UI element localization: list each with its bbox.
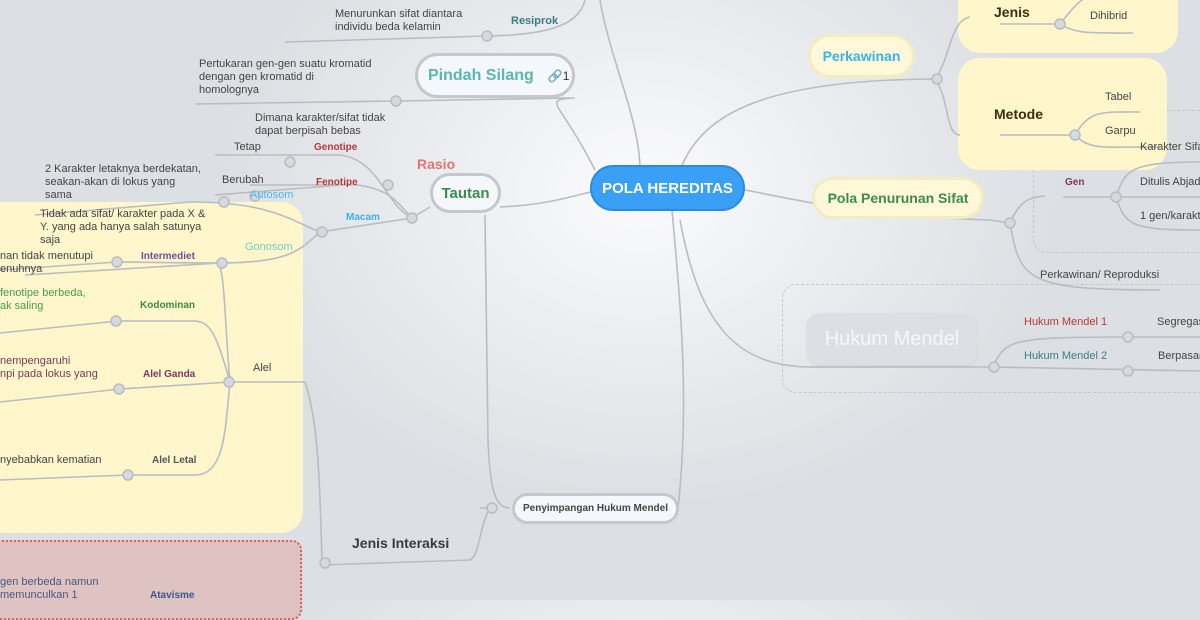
pindah-silang-label: Pindah Silang bbox=[428, 66, 534, 84]
alel-letal-desc: nyebabkan kematian bbox=[0, 454, 102, 466]
ditulis-abjad-label[interactable]: Ditulis Abjad bbox=[1140, 176, 1200, 188]
pindah-silang-node[interactable]: Pindah Silang 🔗1 bbox=[415, 53, 575, 98]
jenis-label[interactable]: Jenis bbox=[994, 4, 1030, 20]
hukum-mendel-1-label[interactable]: Hukum Mendel 1 bbox=[1024, 316, 1108, 328]
pola-penurunan-node[interactable]: Pola Penurunan Sifat bbox=[812, 177, 984, 219]
satu-gen-label[interactable]: 1 gen/karakter bbox=[1140, 210, 1200, 222]
tetap-label[interactable]: Tetap bbox=[234, 141, 261, 153]
tautan-label: Tautan bbox=[441, 184, 490, 202]
penyimpangan-node[interactable]: Penyimpangan Hukum Mendel bbox=[512, 493, 679, 524]
hukum-mendel-group-box bbox=[782, 284, 1200, 393]
jenis-interaksi-label[interactable]: Jenis Interaksi bbox=[352, 535, 450, 551]
berpasangan-label[interactable]: Berpasangan bbox=[1158, 350, 1200, 362]
intermediet-label[interactable]: Intermediet bbox=[141, 251, 195, 262]
perkawinan-label: Perkawinan bbox=[822, 48, 901, 64]
segregasi-label[interactable]: Segregasi bbox=[1157, 316, 1200, 328]
hukum-mendel-node[interactable]: Hukum Mendel bbox=[807, 313, 977, 365]
gen-label[interactable]: Gen bbox=[1065, 177, 1085, 188]
fenotipe-label[interactable]: Fenotipe bbox=[316, 177, 358, 188]
gonosom-desc: Tidak ada sifat/ karakter pada X &Y. yan… bbox=[40, 208, 206, 246]
rasio-label[interactable]: Rasio bbox=[417, 156, 456, 172]
karakter-sifat-label[interactable]: Karakter Sifat bbox=[1140, 141, 1200, 153]
perkawinan-node[interactable]: Perkawinan bbox=[808, 34, 915, 78]
resiprok-label[interactable]: Resiprok bbox=[511, 15, 559, 27]
atavisme-label[interactable]: Atavisme bbox=[150, 590, 195, 601]
tabel-label[interactable]: Tabel bbox=[1105, 91, 1132, 103]
jenis-box bbox=[958, 0, 1178, 53]
autosom-desc: 2 Karakter letaknya berdekatan,seakan-ak… bbox=[45, 163, 201, 201]
kodominan-label[interactable]: Kodominan bbox=[140, 300, 195, 311]
garpu-label[interactable]: Garpu bbox=[1105, 125, 1136, 137]
dihibrid-label[interactable]: Dihibrid bbox=[1090, 10, 1128, 22]
reproduksi-label[interactable]: Perkawinan/ Reproduksi bbox=[1040, 269, 1160, 281]
penyimpangan-label: Penyimpangan Hukum Mendel bbox=[522, 503, 669, 514]
macam-label[interactable]: Macam bbox=[346, 212, 380, 223]
berubah-label[interactable]: Berubah bbox=[222, 174, 264, 186]
connector-lines bbox=[0, 0, 1200, 566]
alel-letal-label[interactable]: Alel Letal bbox=[152, 455, 197, 466]
autosom-label[interactable]: Autosom bbox=[250, 189, 294, 201]
root-node[interactable]: POLA HEREDITAS bbox=[590, 165, 745, 211]
tautan-node[interactable]: Tautan bbox=[430, 173, 501, 213]
hukum-mendel-2-label[interactable]: Hukum Mendel 2 bbox=[1024, 350, 1108, 362]
alel-label[interactable]: Alel bbox=[253, 362, 272, 374]
root-label: POLA HEREDITAS bbox=[602, 179, 733, 197]
gonosom-label[interactable]: Gonosom bbox=[245, 241, 293, 253]
metode-box bbox=[958, 58, 1167, 170]
connector-dots bbox=[110, 18, 1134, 569]
metode-label[interactable]: Metode bbox=[994, 106, 1043, 122]
kodominan-desc: fenotipe berbeda,ak saling bbox=[0, 287, 86, 312]
link-icon[interactable]: 🔗1 bbox=[547, 68, 570, 83]
genotipe-label[interactable]: Genotipe bbox=[314, 142, 358, 153]
alel-ganda-label[interactable]: Alel Ganda bbox=[143, 369, 196, 380]
pola-penurunan-label: Pola Penurunan Sifat bbox=[827, 190, 969, 206]
hukum-mendel-label: Hukum Mendel bbox=[824, 327, 960, 350]
